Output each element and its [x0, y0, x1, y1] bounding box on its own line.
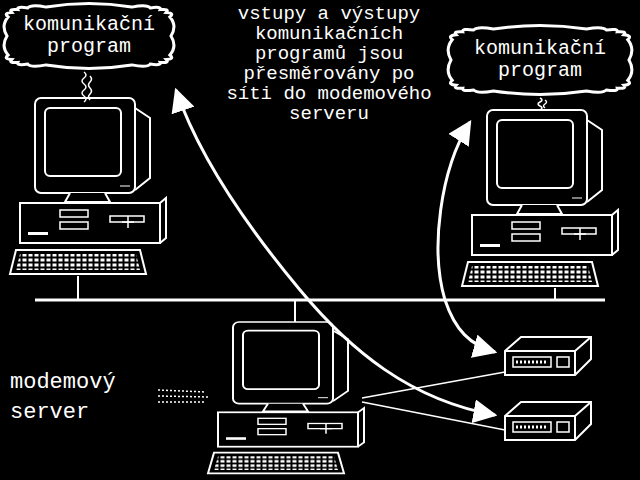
line-art — [362, 372, 505, 430]
line-art — [82, 72, 86, 102]
server-label: modemový server — [10, 368, 140, 428]
workstation-left — [10, 98, 166, 274]
line-art — [438, 122, 495, 352]
modem-lower — [505, 402, 591, 440]
line-art — [538, 98, 542, 110]
line-art — [158, 396, 210, 397]
line-art — [158, 390, 205, 392]
redirect-arrow — [176, 90, 495, 415]
dotted-pointer — [158, 390, 210, 402]
node-text: komunikační program — [468, 38, 612, 82]
cloud-node: komunikační program — [4, 4, 174, 68]
line-art — [89, 76, 92, 100]
line-art — [544, 100, 547, 108]
cloud-shape — [448, 26, 632, 95]
line-art — [158, 401, 205, 403]
modem-wires — [362, 372, 505, 430]
cloud-node: komunikační program — [448, 26, 632, 94]
line-art — [176, 90, 495, 415]
line-art — [35, 299, 605, 302]
modem-upper — [505, 337, 591, 375]
node-text: komunikační program — [22, 14, 156, 58]
cloud-shape — [4, 4, 174, 69]
modem-server-computer — [208, 322, 364, 473]
note-text: vstupy a výstupy komunikačních programů … — [226, 4, 432, 124]
workstation-right — [462, 110, 618, 286]
